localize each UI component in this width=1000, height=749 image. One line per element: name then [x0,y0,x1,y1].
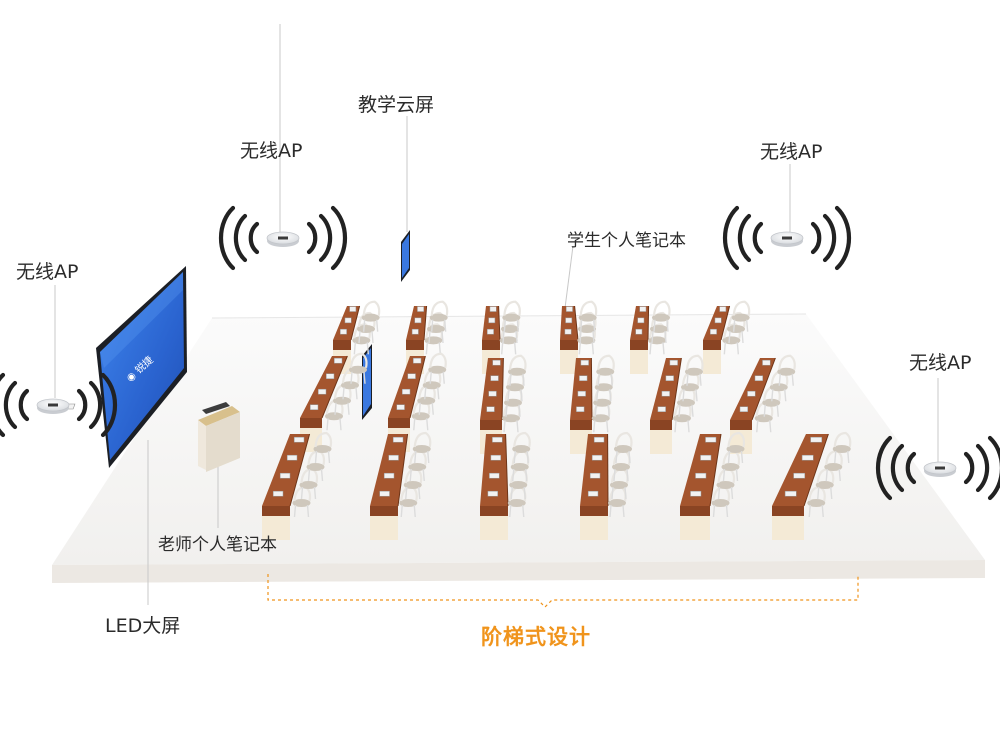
wifi-wave-icon [722,205,852,271]
desk-icon [262,433,311,540]
chair-icon [754,401,774,433]
chair-icon [652,300,671,332]
chair-icon [502,300,521,332]
tiered-design-label: 阶梯式设计 [481,625,591,649]
cloud-screen-desk-icon [362,344,372,420]
led-screen-label: LED大屏 [105,615,181,637]
chair-icon [357,311,376,344]
chair-icon [428,352,447,384]
ap-top-left-label: 无线AP [240,140,303,162]
chair-icon [341,368,360,400]
wifi-wave-icon [218,205,348,271]
wifi-ap-icon [923,461,957,477]
podium-icon [198,402,240,472]
wifi-ap-icon [266,231,300,247]
desk-icon [772,433,829,540]
chair-icon [614,431,633,464]
chair-icon [769,370,789,402]
cloud-screen-label: 教学云屏 [358,94,435,116]
ap-left-label: 无线AP [16,261,79,283]
desk-icon [480,357,504,454]
chair-icon [349,352,368,384]
desk-icon [480,433,509,540]
chair-icon [726,431,746,464]
desk-rows [56,300,852,540]
tiered-bracket [267,574,859,608]
chair-icon [412,431,432,464]
led-screen-icon: ◉ 锐捷 [96,266,187,468]
chair-icon [685,354,704,386]
chair-icon [578,300,598,332]
desk-icon [680,433,722,540]
ap-top-right-label: 无线AP [760,141,823,163]
chair-icon [422,368,442,400]
chair-icon [508,354,527,386]
chair-icon [731,300,751,332]
wifi-ap-icon [770,231,804,247]
chair-icon [832,431,852,464]
desk-icon [580,433,609,540]
chair-icon [512,431,531,464]
teacher-laptop-label: 老师个人笔记本 [158,535,277,555]
chair-icon [429,300,449,332]
student-laptop-label: 学生个人笔记本 [567,231,686,251]
cloud-screen-icon [401,230,410,282]
chair-icon [722,323,741,355]
chair-icon [361,300,381,332]
desk-icon [630,305,650,374]
chair-icon [577,323,596,355]
guide-lines [54,24,939,605]
wifi-ap-icon [36,398,70,414]
ap-right-label: 无线AP [909,352,972,374]
desk-icon [370,433,409,540]
desk-icon [703,305,731,374]
wifi-ap-group [0,205,1000,501]
chair-icon [325,399,344,431]
chair-icon [313,431,333,464]
wifi-wave-icon [875,435,1000,501]
chair-icon [727,311,746,344]
wifi-wave-icon [0,372,118,438]
chair-icon [596,354,615,386]
desk-icon [650,357,682,454]
chair-icon [824,449,843,482]
chair-icon [777,354,796,386]
desk-icon [560,305,579,374]
chair-icon [352,323,371,355]
